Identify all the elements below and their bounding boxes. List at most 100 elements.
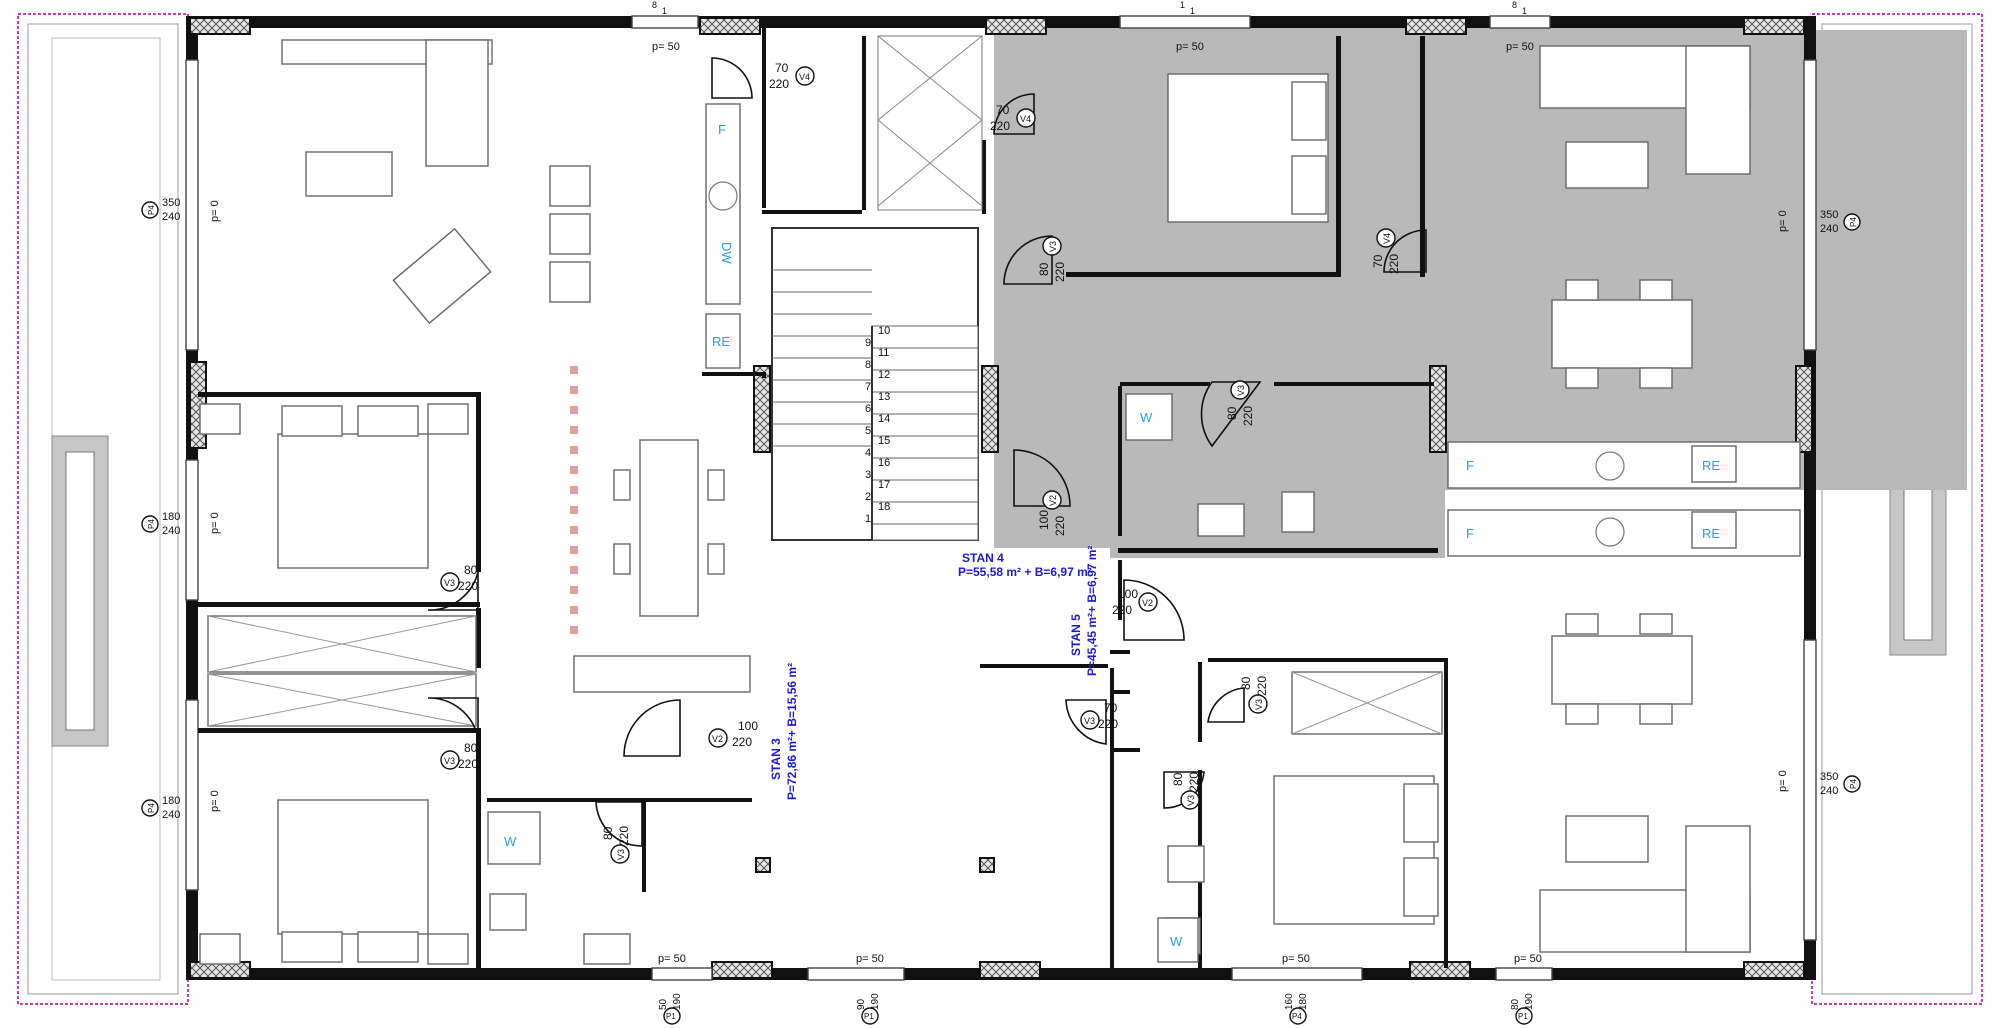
fridge-label: F bbox=[1466, 526, 1474, 541]
window-width: 160 bbox=[1284, 993, 1295, 1010]
stan-5-label: STAN 5 P=45,45 m²+ B=6,97 m² bbox=[1069, 546, 1099, 676]
door-width: 100 bbox=[1118, 587, 1138, 601]
door-width: 100 bbox=[1037, 510, 1051, 530]
stan-3-label: STAN 3 P=72,86 m²+ B=15,56 m² bbox=[769, 663, 799, 800]
stan-4-area: P=55,58 m² + B=6,97 m² bbox=[958, 565, 1092, 579]
door-code: V3 bbox=[616, 849, 626, 860]
pressure-label: p= 50 bbox=[1506, 41, 1534, 53]
stair-numbers: 9 10 8 11 7 12 6 13 5 14 4 15 3 16 2 17 … bbox=[865, 325, 890, 525]
pressure-labels: p= 50 p= 50 p= 50 p= 50 p= 50 p= 50 p= 5… bbox=[209, 41, 1789, 965]
dishwasher-label: DW bbox=[719, 242, 734, 264]
door-width: 80 bbox=[464, 563, 478, 577]
stair-step-label: 12 bbox=[878, 369, 890, 381]
door-labels: 70 220 V4 70 220 V4 80 220 V3 70 220 V4 … bbox=[440, 61, 1401, 864]
stair-step-label: 1 bbox=[865, 513, 871, 525]
door-height: 220 bbox=[1112, 603, 1132, 617]
window-tag: P1 50 190 bbox=[658, 993, 683, 1025]
door-tag: 80 220 V3 bbox=[601, 826, 631, 864]
fridge-label: F bbox=[718, 122, 726, 137]
door-tag: 80 220 V3 bbox=[440, 741, 478, 771]
fridge-label: F bbox=[1466, 458, 1474, 473]
door-width: 80 bbox=[1037, 262, 1051, 276]
window-tag: P4 350 240 bbox=[141, 197, 180, 223]
furniture-stan-5 bbox=[1157, 509, 1801, 963]
window-tag: P1 80 190 bbox=[1510, 993, 1535, 1025]
window-height: 240 bbox=[162, 211, 180, 223]
window-height: 190 bbox=[672, 993, 683, 1010]
washer-label: W bbox=[1170, 934, 1183, 949]
pressure-label: p= 0 bbox=[1777, 210, 1789, 232]
window-width: 80 bbox=[1510, 998, 1521, 1010]
stair-step-label: 3 bbox=[865, 469, 871, 481]
door-code: V4 bbox=[1020, 114, 1031, 124]
door-height: 220 bbox=[769, 77, 789, 91]
edge-tag: 1 bbox=[1190, 6, 1195, 16]
door-code: V3 bbox=[444, 756, 455, 766]
door-width: 70 bbox=[996, 103, 1010, 117]
window-width: 180 bbox=[162, 795, 180, 807]
window-tag: P4 180 240 bbox=[141, 511, 180, 537]
window-code: P4 bbox=[1849, 217, 1858, 227]
window-width: 180 bbox=[162, 511, 180, 523]
top-edge-tags: 8 1 1 1 8 1 bbox=[652, 0, 1527, 16]
door-code: V3 bbox=[1236, 385, 1246, 396]
pressure-label: p= 50 bbox=[658, 953, 686, 965]
stair-step-label: 15 bbox=[878, 435, 890, 447]
window-tag: P1 90 190 bbox=[856, 993, 881, 1025]
door-tag: 100 220 V2 bbox=[1037, 490, 1067, 536]
door-width: 80 bbox=[1239, 676, 1253, 690]
door-tag: 100 220 V2 bbox=[1112, 587, 1158, 617]
pressure-label: p= 50 bbox=[856, 953, 884, 965]
window-tag: P4 180 240 bbox=[141, 795, 180, 821]
structural-columns bbox=[189, 17, 1813, 979]
stan-4-name: STAN 4 bbox=[962, 551, 1004, 565]
stan-5-area: P=45,45 m²+ B=6,97 m² bbox=[1085, 546, 1099, 676]
door-code: V2 bbox=[712, 734, 723, 744]
window-width: 350 bbox=[162, 197, 180, 209]
window-height: 180 bbox=[1298, 993, 1309, 1010]
window-width: 350 bbox=[1820, 209, 1838, 221]
door-tag: 70 220 V4 bbox=[1371, 228, 1401, 274]
door-height: 220 bbox=[1387, 254, 1401, 274]
door-height: 220 bbox=[1053, 262, 1067, 282]
door-tag: 70 220 V4 bbox=[990, 103, 1036, 133]
stair-step-label: 4 bbox=[865, 447, 871, 459]
door-height: 220 bbox=[732, 735, 752, 749]
door-height: 220 bbox=[617, 826, 631, 846]
pressure-label: p= 0 bbox=[209, 512, 221, 534]
door-code: V2 bbox=[1142, 598, 1153, 608]
door-height: 220 bbox=[1187, 772, 1201, 792]
window-width: 350 bbox=[1820, 771, 1838, 783]
door-height: 220 bbox=[990, 119, 1010, 133]
door-height: 220 bbox=[458, 579, 478, 593]
range-label: RE bbox=[1702, 458, 1720, 473]
stair-core bbox=[771, 35, 983, 541]
edge-window-tags: P4 350 240 P4 180 240 P4 180 240 P4 350 … bbox=[141, 197, 1861, 1025]
window-code: P1 bbox=[666, 1012, 676, 1021]
window-code: P4 bbox=[1292, 1012, 1302, 1021]
door-tag: 80 220 V3 bbox=[1171, 772, 1201, 810]
window-tag: P4 350 240 bbox=[1820, 771, 1861, 797]
pressure-label: p= 0 bbox=[209, 790, 221, 812]
washer-label: W bbox=[1140, 410, 1153, 425]
door-height: 220 bbox=[1241, 406, 1255, 426]
door-tag: 70 220 V4 bbox=[769, 61, 815, 91]
window-width: 90 bbox=[856, 998, 867, 1010]
window-height: 240 bbox=[162, 809, 180, 821]
pressure-label: p= 50 bbox=[1514, 953, 1542, 965]
door-width: 70 bbox=[775, 61, 789, 75]
door-code: V3 bbox=[1186, 795, 1196, 806]
door-code: V4 bbox=[1382, 233, 1392, 244]
door-height: 220 bbox=[1053, 516, 1067, 536]
edge-tag: 1 bbox=[662, 6, 667, 16]
red-partition bbox=[570, 366, 578, 634]
range-label: RE bbox=[712, 334, 730, 349]
window-height: 190 bbox=[870, 993, 881, 1010]
window-width: 50 bbox=[658, 998, 669, 1010]
stan-3-area: P=72,86 m²+ B=15,56 m² bbox=[785, 663, 799, 800]
door-swings bbox=[427, 57, 1427, 847]
furniture-stan-4 bbox=[1125, 45, 1801, 537]
apartment-labels: STAN 4 P=55,58 m² + B=6,97 m² STAN 5 P=4… bbox=[769, 546, 1099, 800]
door-code: V3 bbox=[1048, 241, 1058, 252]
